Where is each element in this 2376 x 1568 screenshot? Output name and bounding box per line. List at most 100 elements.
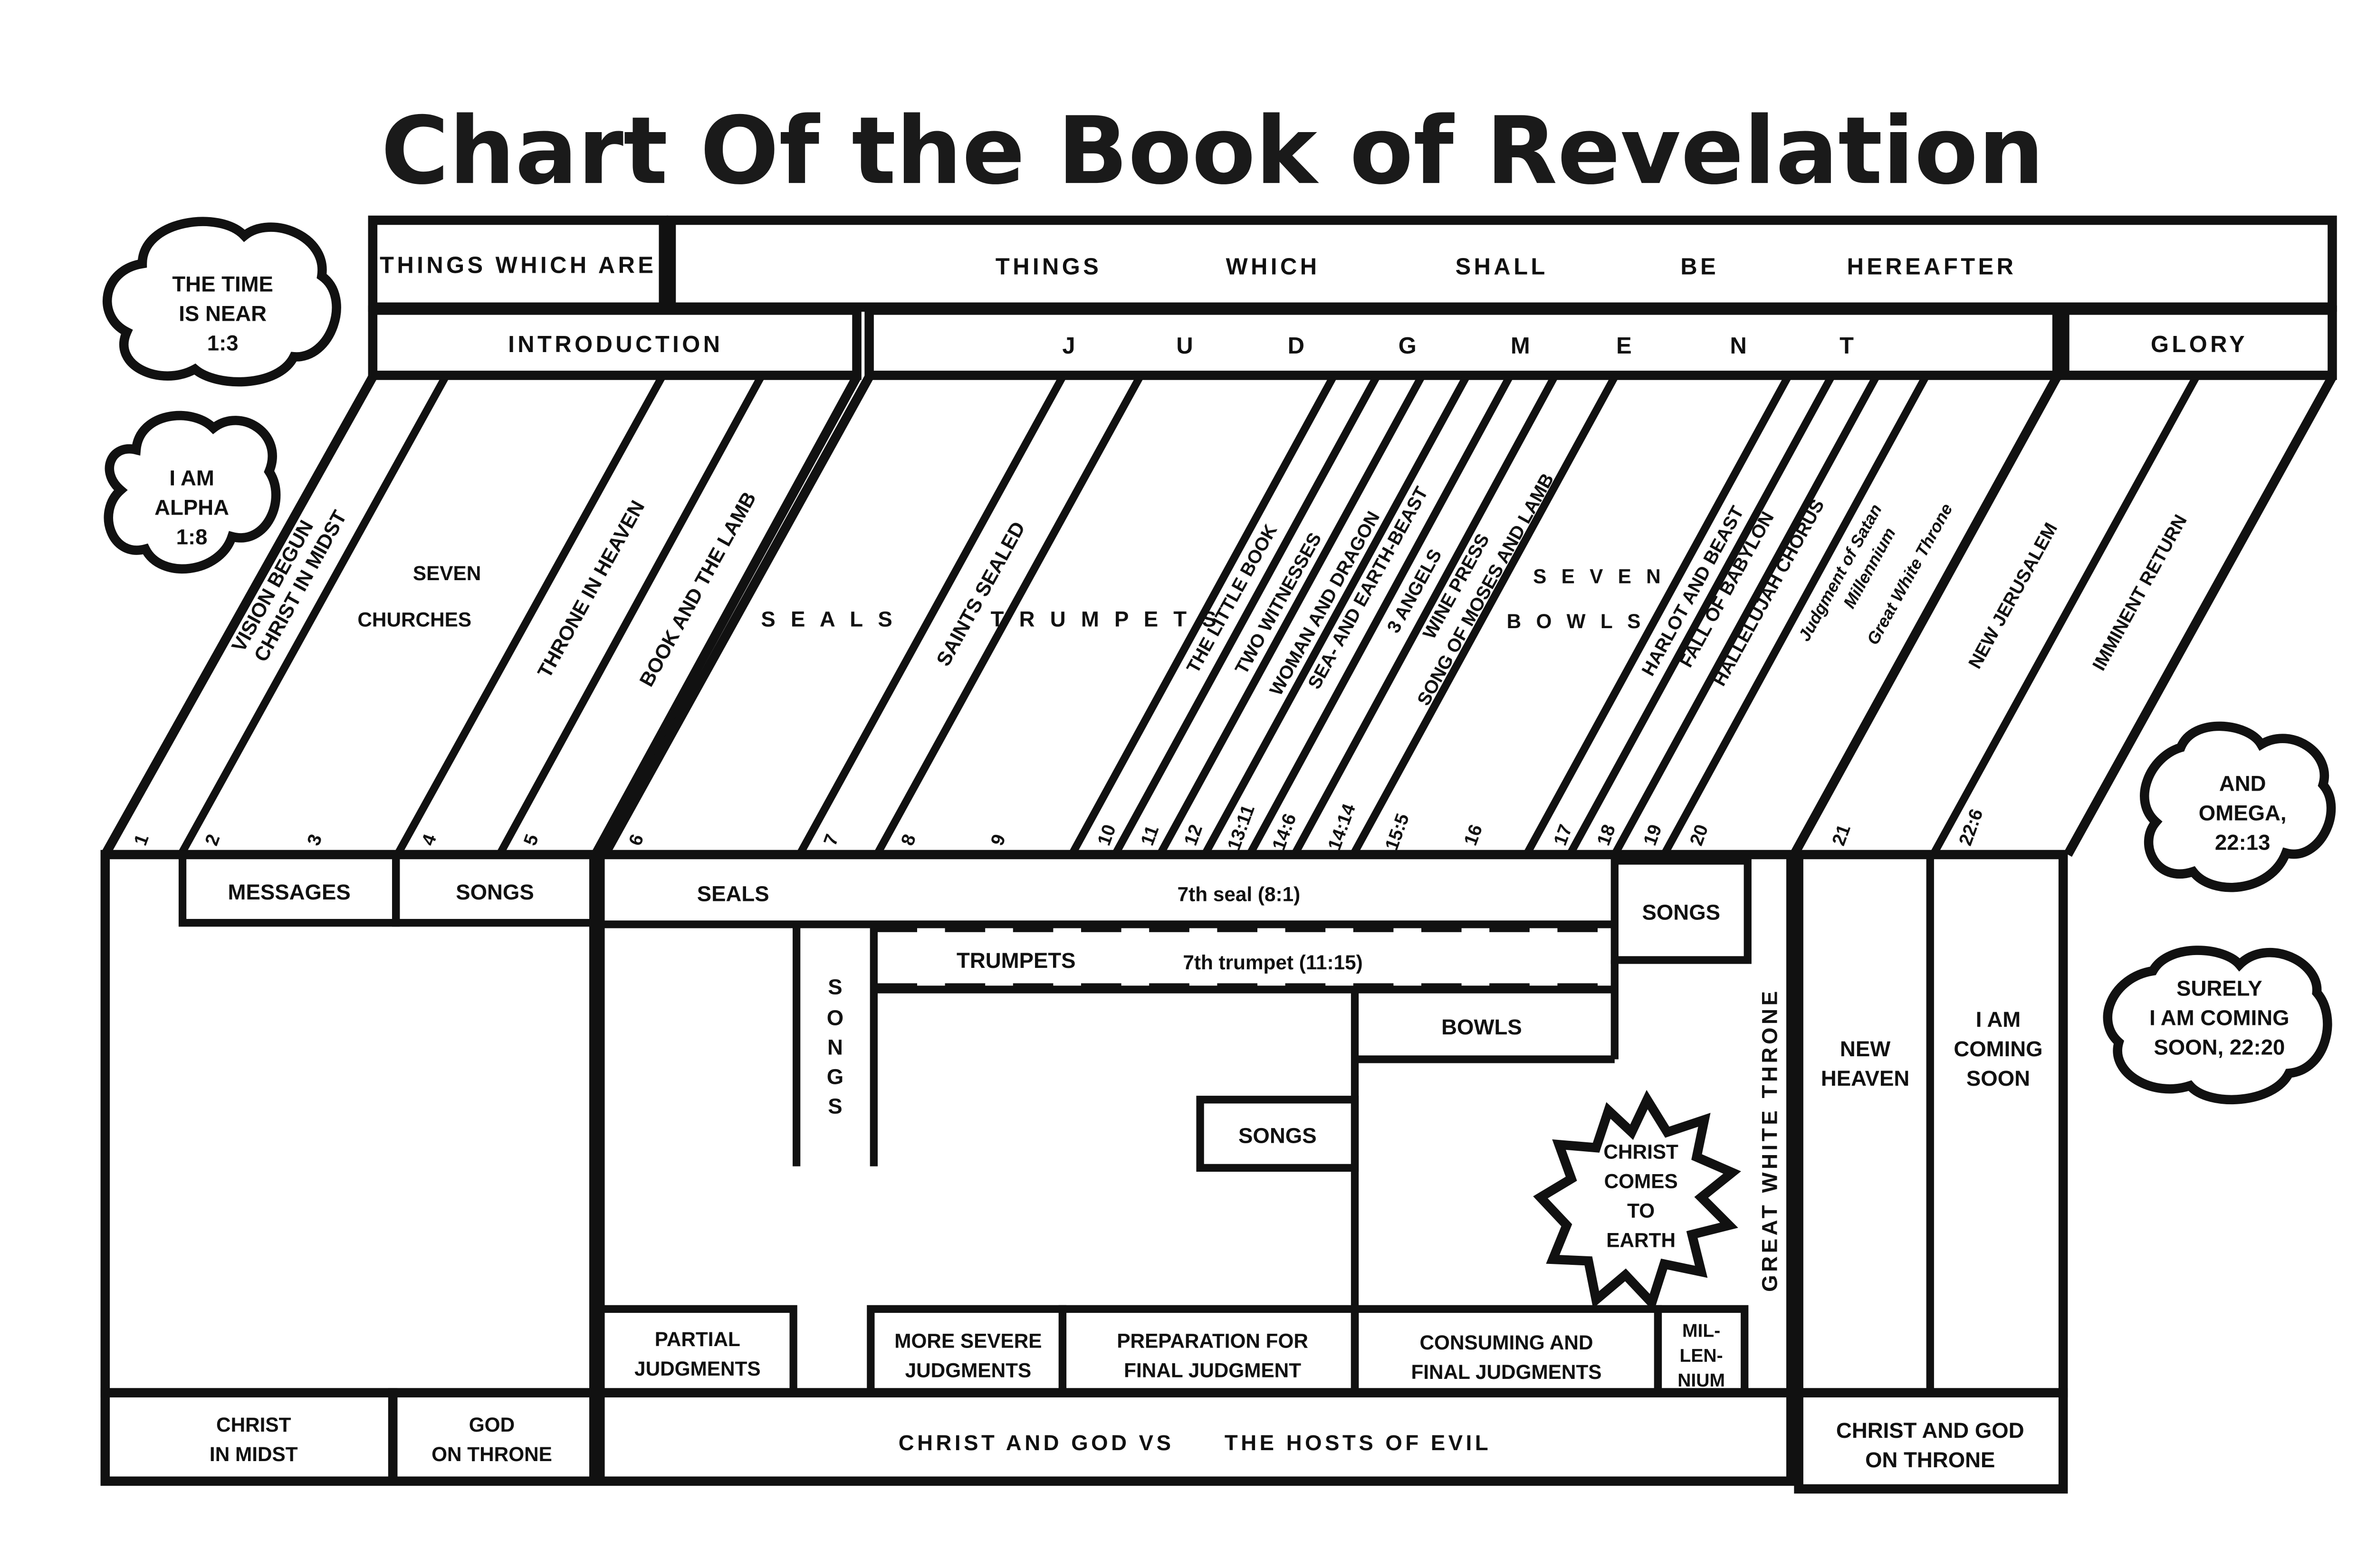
christ-comes-line-1: CHRIST bbox=[1603, 1140, 1678, 1163]
chapter-8: 8 bbox=[897, 832, 920, 848]
chapter-18: 18 bbox=[1593, 822, 1619, 849]
judgment-letter-1: J bbox=[1062, 333, 1078, 359]
christ-comes-starburst bbox=[1533, 1090, 1741, 1312]
time-near-line-1: THE TIME bbox=[172, 272, 273, 296]
coming-soon-line-3: SOON bbox=[1966, 1066, 2030, 1090]
bowls-label: BOWLS bbox=[1441, 1015, 1522, 1039]
seventh-trumpet-label: 7th trumpet (11:15) bbox=[1183, 951, 1362, 974]
seventh-seal-label: 7th seal (8:1) bbox=[1178, 883, 1301, 905]
time-near-line-3: 1:3 bbox=[207, 331, 239, 355]
preparation-line-1: PREPARATION FOR bbox=[1117, 1329, 1308, 1352]
omega-cloud: AND OMEGA, 22:13 bbox=[2140, 721, 2336, 892]
hereafter-word-3: SHALL bbox=[1456, 254, 1548, 280]
throne-in-heaven-label: THRONE IN HEAVEN bbox=[533, 497, 649, 681]
omega-line-3: 22:13 bbox=[2215, 831, 2271, 855]
songs-vertical-letter-2: O bbox=[827, 1006, 843, 1030]
more-severe-line-2: JUDGMENTS bbox=[905, 1359, 1032, 1381]
alpha-line-1: I AM bbox=[169, 466, 214, 490]
omega-line-2: OMEGA, bbox=[2199, 801, 2287, 825]
christ-comes-line-3: TO bbox=[1627, 1199, 1655, 1222]
surely-line-1: SURELY bbox=[2176, 976, 2262, 1000]
chapter-4: 4 bbox=[418, 832, 441, 848]
millennium-line-2: LEN- bbox=[1680, 1346, 1723, 1366]
chapter-9: 9 bbox=[987, 832, 1010, 848]
seals-slant-label: S E A L S bbox=[761, 607, 897, 631]
chapter-19: 19 bbox=[1640, 822, 1666, 849]
coming-soon-line-1: I AM bbox=[1976, 1007, 2021, 1032]
hosts-of-evil-part-1: CHRIST AND GOD VS bbox=[899, 1431, 1174, 1455]
partial-judgments-line-1: PARTIAL bbox=[655, 1328, 740, 1350]
time-near-line-2: IS NEAR bbox=[179, 302, 267, 326]
seven-bowls-top-label: S E V E N bbox=[1533, 565, 1665, 587]
messages-label: MESSAGES bbox=[228, 880, 350, 904]
songs-vertical-letter-5: S bbox=[828, 1094, 842, 1119]
chapter-16: 16 bbox=[1460, 822, 1486, 849]
chapter-1: 1 bbox=[130, 832, 153, 848]
chapter-20: 20 bbox=[1686, 822, 1712, 849]
hereafter-word-1: THINGS bbox=[996, 254, 1102, 280]
great-white-throne-vertical-label: GREAT WHITE THRONE bbox=[1758, 988, 1782, 1292]
millennium-line-3: NIUM bbox=[1677, 1370, 1725, 1391]
time-near-cloud: THE TIME IS NEAR 1:3 bbox=[102, 217, 341, 387]
surely-line-2: I AM COMING bbox=[2149, 1006, 2289, 1030]
chapter-12: 12 bbox=[1180, 822, 1207, 849]
christ-god-throne-line-2: ON THRONE bbox=[1865, 1448, 1995, 1472]
surely-line-3: SOON, 22:20 bbox=[2154, 1035, 2285, 1060]
trumpets-slant-label: T R U M P E T S bbox=[991, 607, 1221, 631]
coming-soon-line-2: COMING bbox=[1954, 1037, 2042, 1061]
churches-label: CHURCHES bbox=[357, 609, 471, 631]
introduction-label: INTRODUCTION bbox=[508, 332, 723, 357]
judgment-letter-8: T bbox=[1839, 333, 1857, 359]
chapter-6: 6 bbox=[625, 832, 648, 848]
judgment-letter-3: D bbox=[1288, 333, 1308, 359]
hereafter-word-4: BE bbox=[1680, 254, 1719, 280]
chapter-5: 5 bbox=[520, 832, 543, 848]
consuming-line-2: FINAL JUDGMENTS bbox=[1411, 1361, 1601, 1383]
christ-in-midst-line-2: IN MIDST bbox=[210, 1443, 298, 1465]
new-heaven-line-2: HEAVEN bbox=[1821, 1066, 1909, 1090]
judgment-box bbox=[864, 306, 2062, 380]
songs-label-2: SONGS bbox=[1642, 900, 1721, 925]
trumpets-box-label: TRUMPETS bbox=[957, 948, 1076, 973]
christ-comes-line-4: EARTH bbox=[1606, 1229, 1676, 1251]
imminent-return-label: IMMINENT RETURN bbox=[2089, 511, 2191, 674]
chapter-2: 2 bbox=[201, 832, 224, 848]
new-heaven-line-1: NEW bbox=[1840, 1037, 1891, 1061]
alpha-line-3: 1:8 bbox=[176, 525, 208, 549]
judgment-letter-5: M bbox=[1511, 333, 1533, 359]
alpha-cloud: I AM ALPHA 1:8 bbox=[104, 411, 281, 574]
chapter-11: 11 bbox=[1137, 823, 1163, 849]
seven-label: SEVEN bbox=[413, 562, 481, 584]
songs-vertical-letter-1: S bbox=[828, 975, 842, 999]
consuming-line-1: CONSUMING AND bbox=[1419, 1331, 1593, 1354]
glory-box bbox=[2060, 306, 2337, 380]
god-on-throne-line-1: GOD bbox=[469, 1414, 515, 1436]
introduction-box bbox=[368, 306, 862, 380]
partial-judgments-line-2: JUDGMENTS bbox=[634, 1358, 761, 1380]
songs-vertical-letter-4: G bbox=[827, 1065, 843, 1089]
seven-bowls-bottom-label: B O W L S bbox=[1507, 610, 1646, 632]
judgment-letter-2: U bbox=[1176, 333, 1196, 359]
songs-vertical-letter-3: N bbox=[827, 1035, 843, 1060]
millennium-line-1: MIL- bbox=[1682, 1321, 1720, 1341]
more-severe-line-1: MORE SEVERE bbox=[894, 1329, 1042, 1352]
christ-comes-line-2: COMES bbox=[1604, 1170, 1678, 1192]
songs-label-1: SONGS bbox=[456, 880, 534, 904]
hereafter-word-2: WHICH bbox=[1226, 254, 1320, 280]
preparation-line-2: FINAL JUDGMENT bbox=[1124, 1359, 1301, 1381]
chapter-7: 7 bbox=[820, 832, 843, 848]
chapter-21: 21 bbox=[1829, 822, 1855, 849]
hereafter-word-5: HEREAFTER bbox=[1847, 254, 2017, 280]
seals-box-label: SEALS bbox=[697, 881, 769, 906]
chart-title: Chart Of the Book of Revelation bbox=[381, 97, 2044, 205]
judgment-letter-4: G bbox=[1399, 333, 1419, 359]
chapter-10: 10 bbox=[1094, 822, 1120, 849]
glory-label: GLORY bbox=[2151, 332, 2248, 357]
things-which-are-label: THINGS WHICH ARE bbox=[380, 252, 656, 278]
christ-god-throne-line-1: CHRIST AND GOD bbox=[1836, 1418, 2024, 1443]
chapter-3: 3 bbox=[304, 832, 326, 848]
slant-dividers bbox=[101, 374, 2337, 857]
christ-in-midst-line-1: CHRIST bbox=[216, 1414, 291, 1436]
alpha-line-2: ALPHA bbox=[154, 496, 229, 520]
